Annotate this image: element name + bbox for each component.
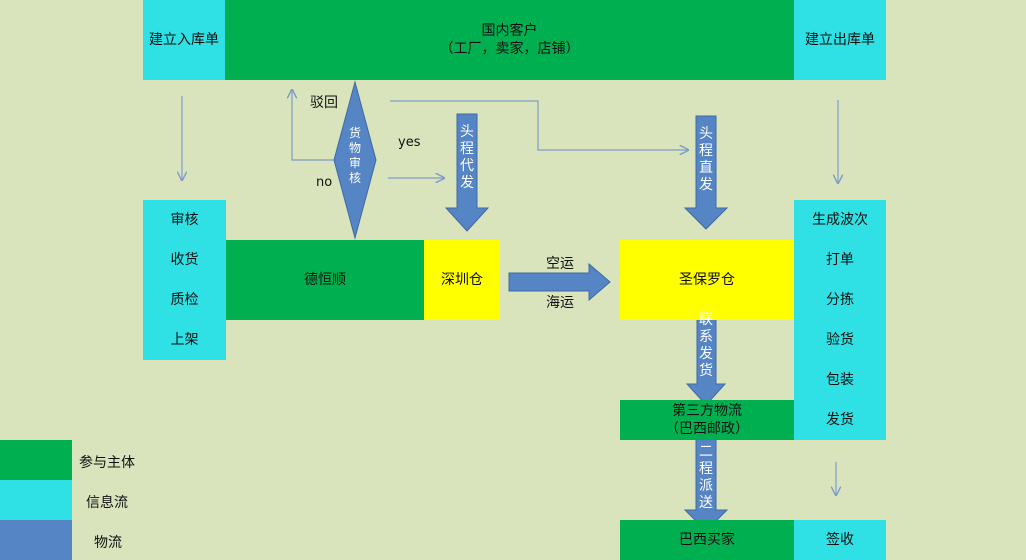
first-leg-proxy-arrow [444,113,490,232]
review-label: 货物审核 [348,126,361,185]
third-party-subtitle: （巴西邮政） [665,421,749,437]
legend-label-logistics: 物流 [94,535,122,551]
create-outbound-order-label: 建立出库单 [805,31,875,48]
brazil-buyer: 巴西买家 [620,520,794,560]
step-receive: 收货 [170,251,199,268]
step-inspect: 质检 [170,291,199,308]
step-generate-wave: 生成波次 [812,211,868,228]
domestic-customer: 国内客户 （工厂，卖家，店铺） [225,0,794,80]
inbound-steps: 审核 收货 质检 上架 [143,200,226,360]
legend-label-participant: 参与主体 [79,455,135,471]
sea-label: 海运 [546,295,574,311]
dehengshun-label: 德恒顺 [304,271,346,288]
arrow-reject-loop [292,90,336,161]
legend-swatch-logistics [0,520,72,560]
legend-swatch-participant [0,440,72,480]
create-inbound-order: 建立入库单 [143,0,225,80]
air-label: 空运 [546,256,574,272]
legend-swatch-info-flow [0,480,72,520]
third-party-logistics: 第三方物流 （巴西邮政） [620,400,794,440]
contact-ship-arrow [685,309,727,406]
sign-receipt: 签收 [794,520,886,560]
first-leg-proxy-label: 头程代发 [460,124,474,191]
shenzhen-warehouse: 深圳仓 [424,240,500,320]
yes-label: yes [398,135,421,150]
step-pack: 包装 [826,371,854,388]
arrow-direct-to-saopaulo [390,100,688,150]
step-review: 审核 [170,211,199,228]
step-shelve: 上架 [170,331,199,348]
third-party-title: 第三方物流 [672,402,742,419]
first-leg-direct-label: 头程直发 [699,126,713,193]
create-outbound-order: 建立出库单 [794,0,886,80]
create-inbound-order-label: 建立入库单 [149,31,219,48]
domestic-customer-title: 国内客户 [481,23,538,39]
contact-ship-label: 联系发货 [699,312,713,379]
brazil-buyer-label: 巴西买家 [679,531,735,548]
saopaulo-warehouse-label: 圣保罗仓 [679,271,735,288]
second-leg-label: 二程派送 [699,444,713,511]
dehengshun-box: 德恒顺 [226,240,424,320]
legend-label-info-flow: 信息流 [86,495,128,511]
step-sort: 分拣 [826,291,854,308]
saopaulo-warehouse: 圣保罗仓 [620,240,794,320]
outbound-steps: 生成波次 打单 分拣 验货 包装 发货 [794,200,886,440]
domestic-customer-subtitle: （工厂，卖家，店铺） [439,41,580,58]
step-ship: 发货 [826,411,854,428]
no-label: no [316,175,333,190]
step-check: 验货 [826,331,854,348]
air-sea-arrow [508,262,611,302]
first-leg-direct-arrow [683,115,729,230]
step-print: 打单 [826,251,854,268]
reject-label: 驳回 [310,95,338,111]
review-diamond [333,80,377,240]
sign-receipt-label: 签收 [826,531,854,548]
shenzhen-warehouse-label: 深圳仓 [441,271,483,288]
